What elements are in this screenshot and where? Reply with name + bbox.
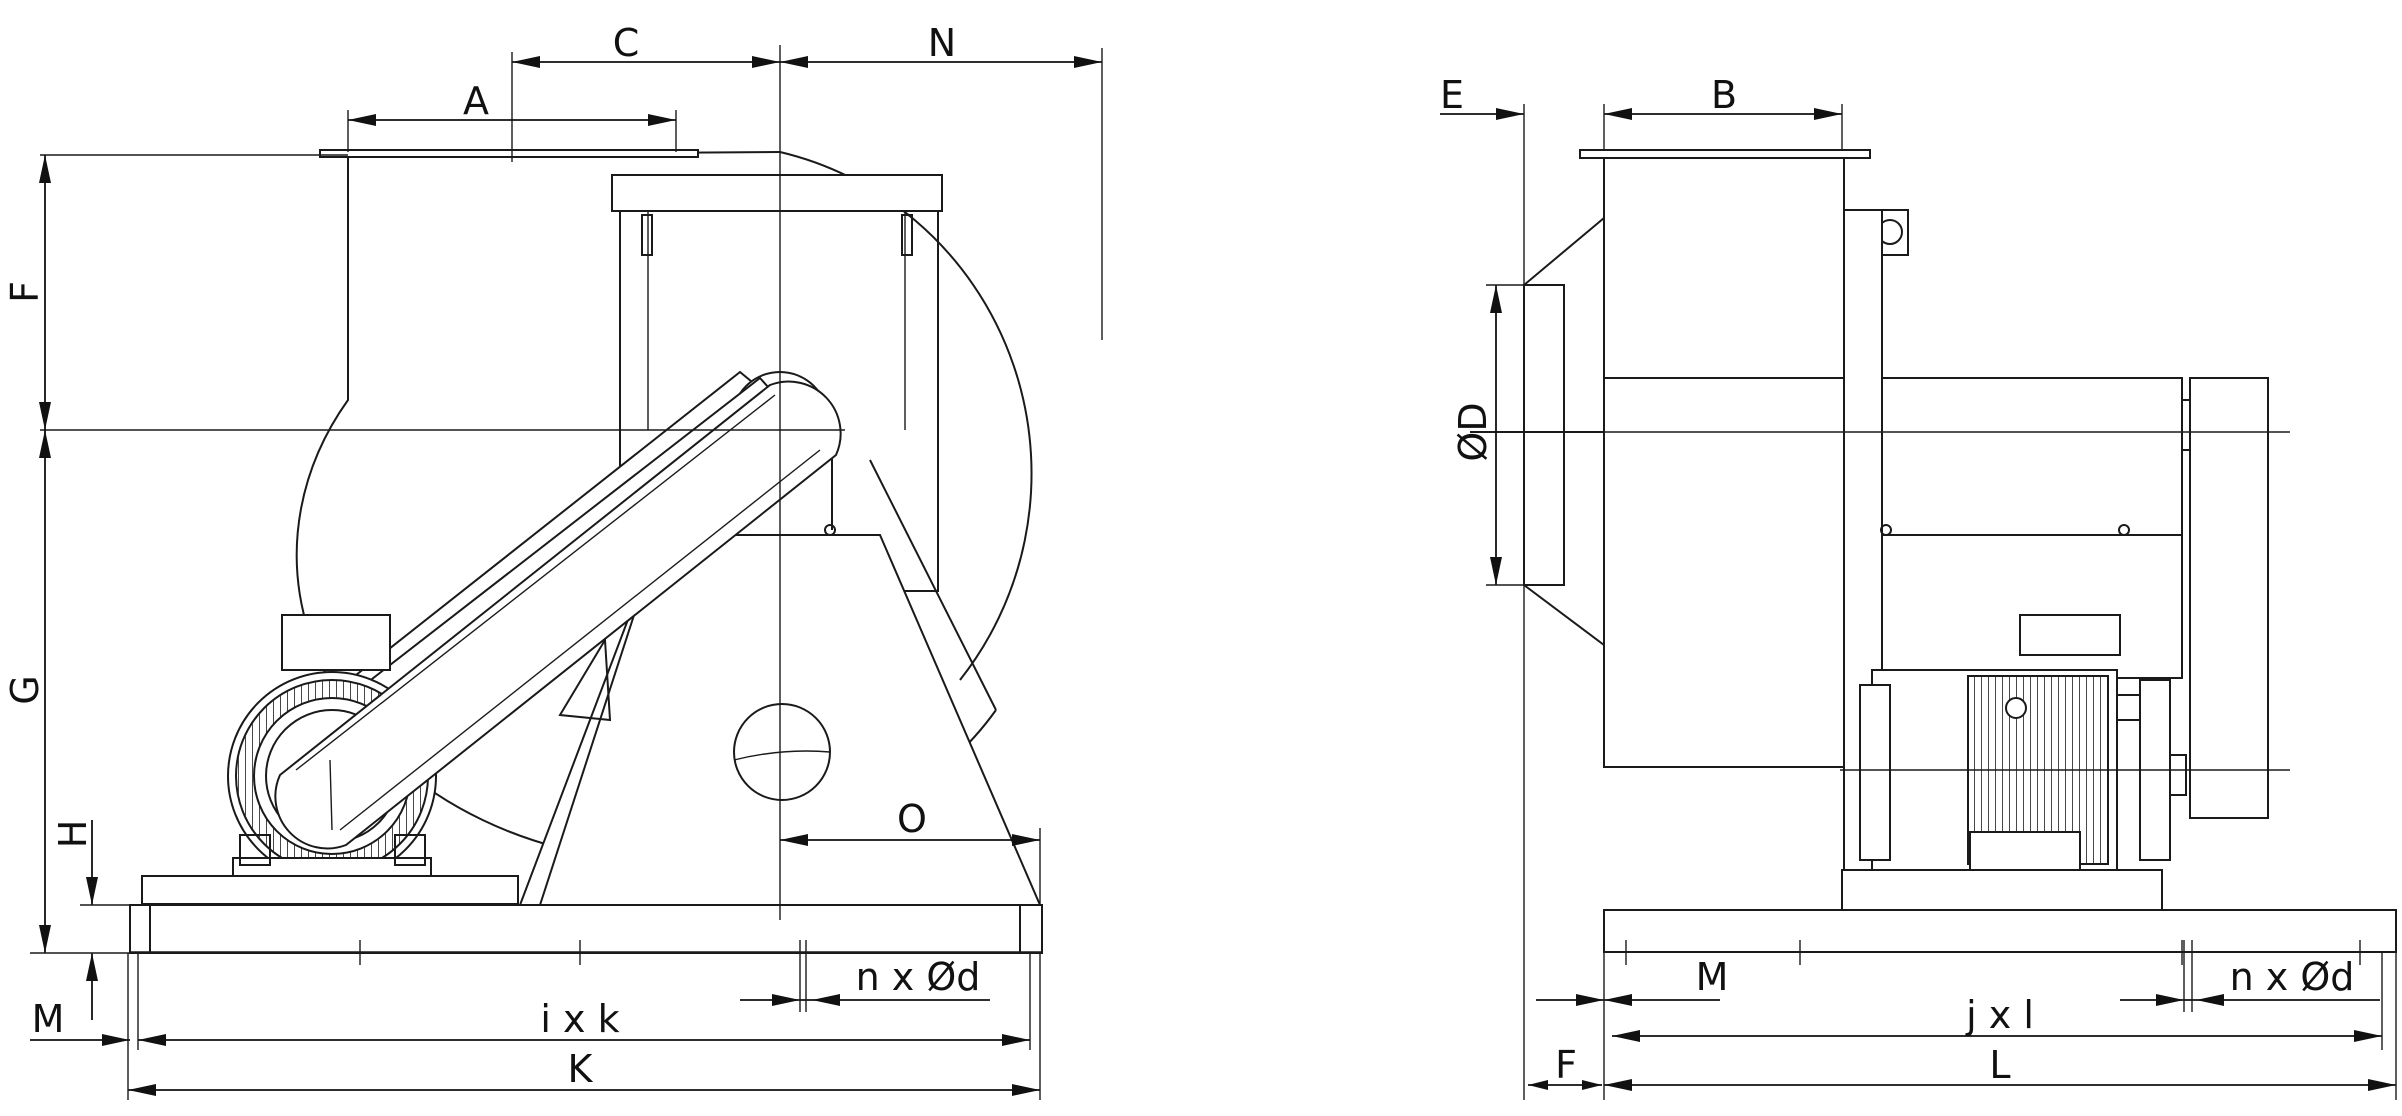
side-dimensions [30, 48, 1103, 1100]
label-m-right: M [1696, 955, 1729, 999]
front-view [1470, 149, 2397, 965]
label-n: N [928, 21, 956, 65]
label-l: L [1989, 1043, 2010, 1087]
inspection-frame [611, 174, 943, 212]
dimension-labels: C N A F G H M O n x Ød i x k K E B ØD M … [3, 21, 2354, 1091]
front-dimensions [1440, 104, 2397, 1100]
label-ixk: i x k [540, 997, 619, 1041]
label-a: A [463, 79, 489, 123]
label-c: C [613, 21, 640, 65]
label-f-right: F [1555, 1043, 1577, 1087]
label-h: H [51, 820, 95, 849]
base-frame-front [1841, 869, 2163, 911]
label-g: G [3, 675, 47, 704]
label-nxd-left: n x Ød [856, 955, 981, 999]
label-d: ØD [1451, 402, 1495, 461]
label-e: E [1440, 73, 1464, 117]
label-nxd-right: n x Ød [2230, 955, 2355, 999]
outlet-flange [319, 149, 699, 158]
label-k: K [568, 1047, 594, 1091]
label-m-left: M [32, 997, 65, 1041]
label-b: B [1711, 73, 1737, 117]
fan-casing-front [1603, 154, 1845, 768]
label-f-left: F [3, 281, 47, 303]
label-jxl: j x l [1965, 993, 2034, 1037]
base-plate [141, 875, 519, 905]
side-view [40, 45, 1043, 954]
label-o: O [897, 797, 927, 841]
